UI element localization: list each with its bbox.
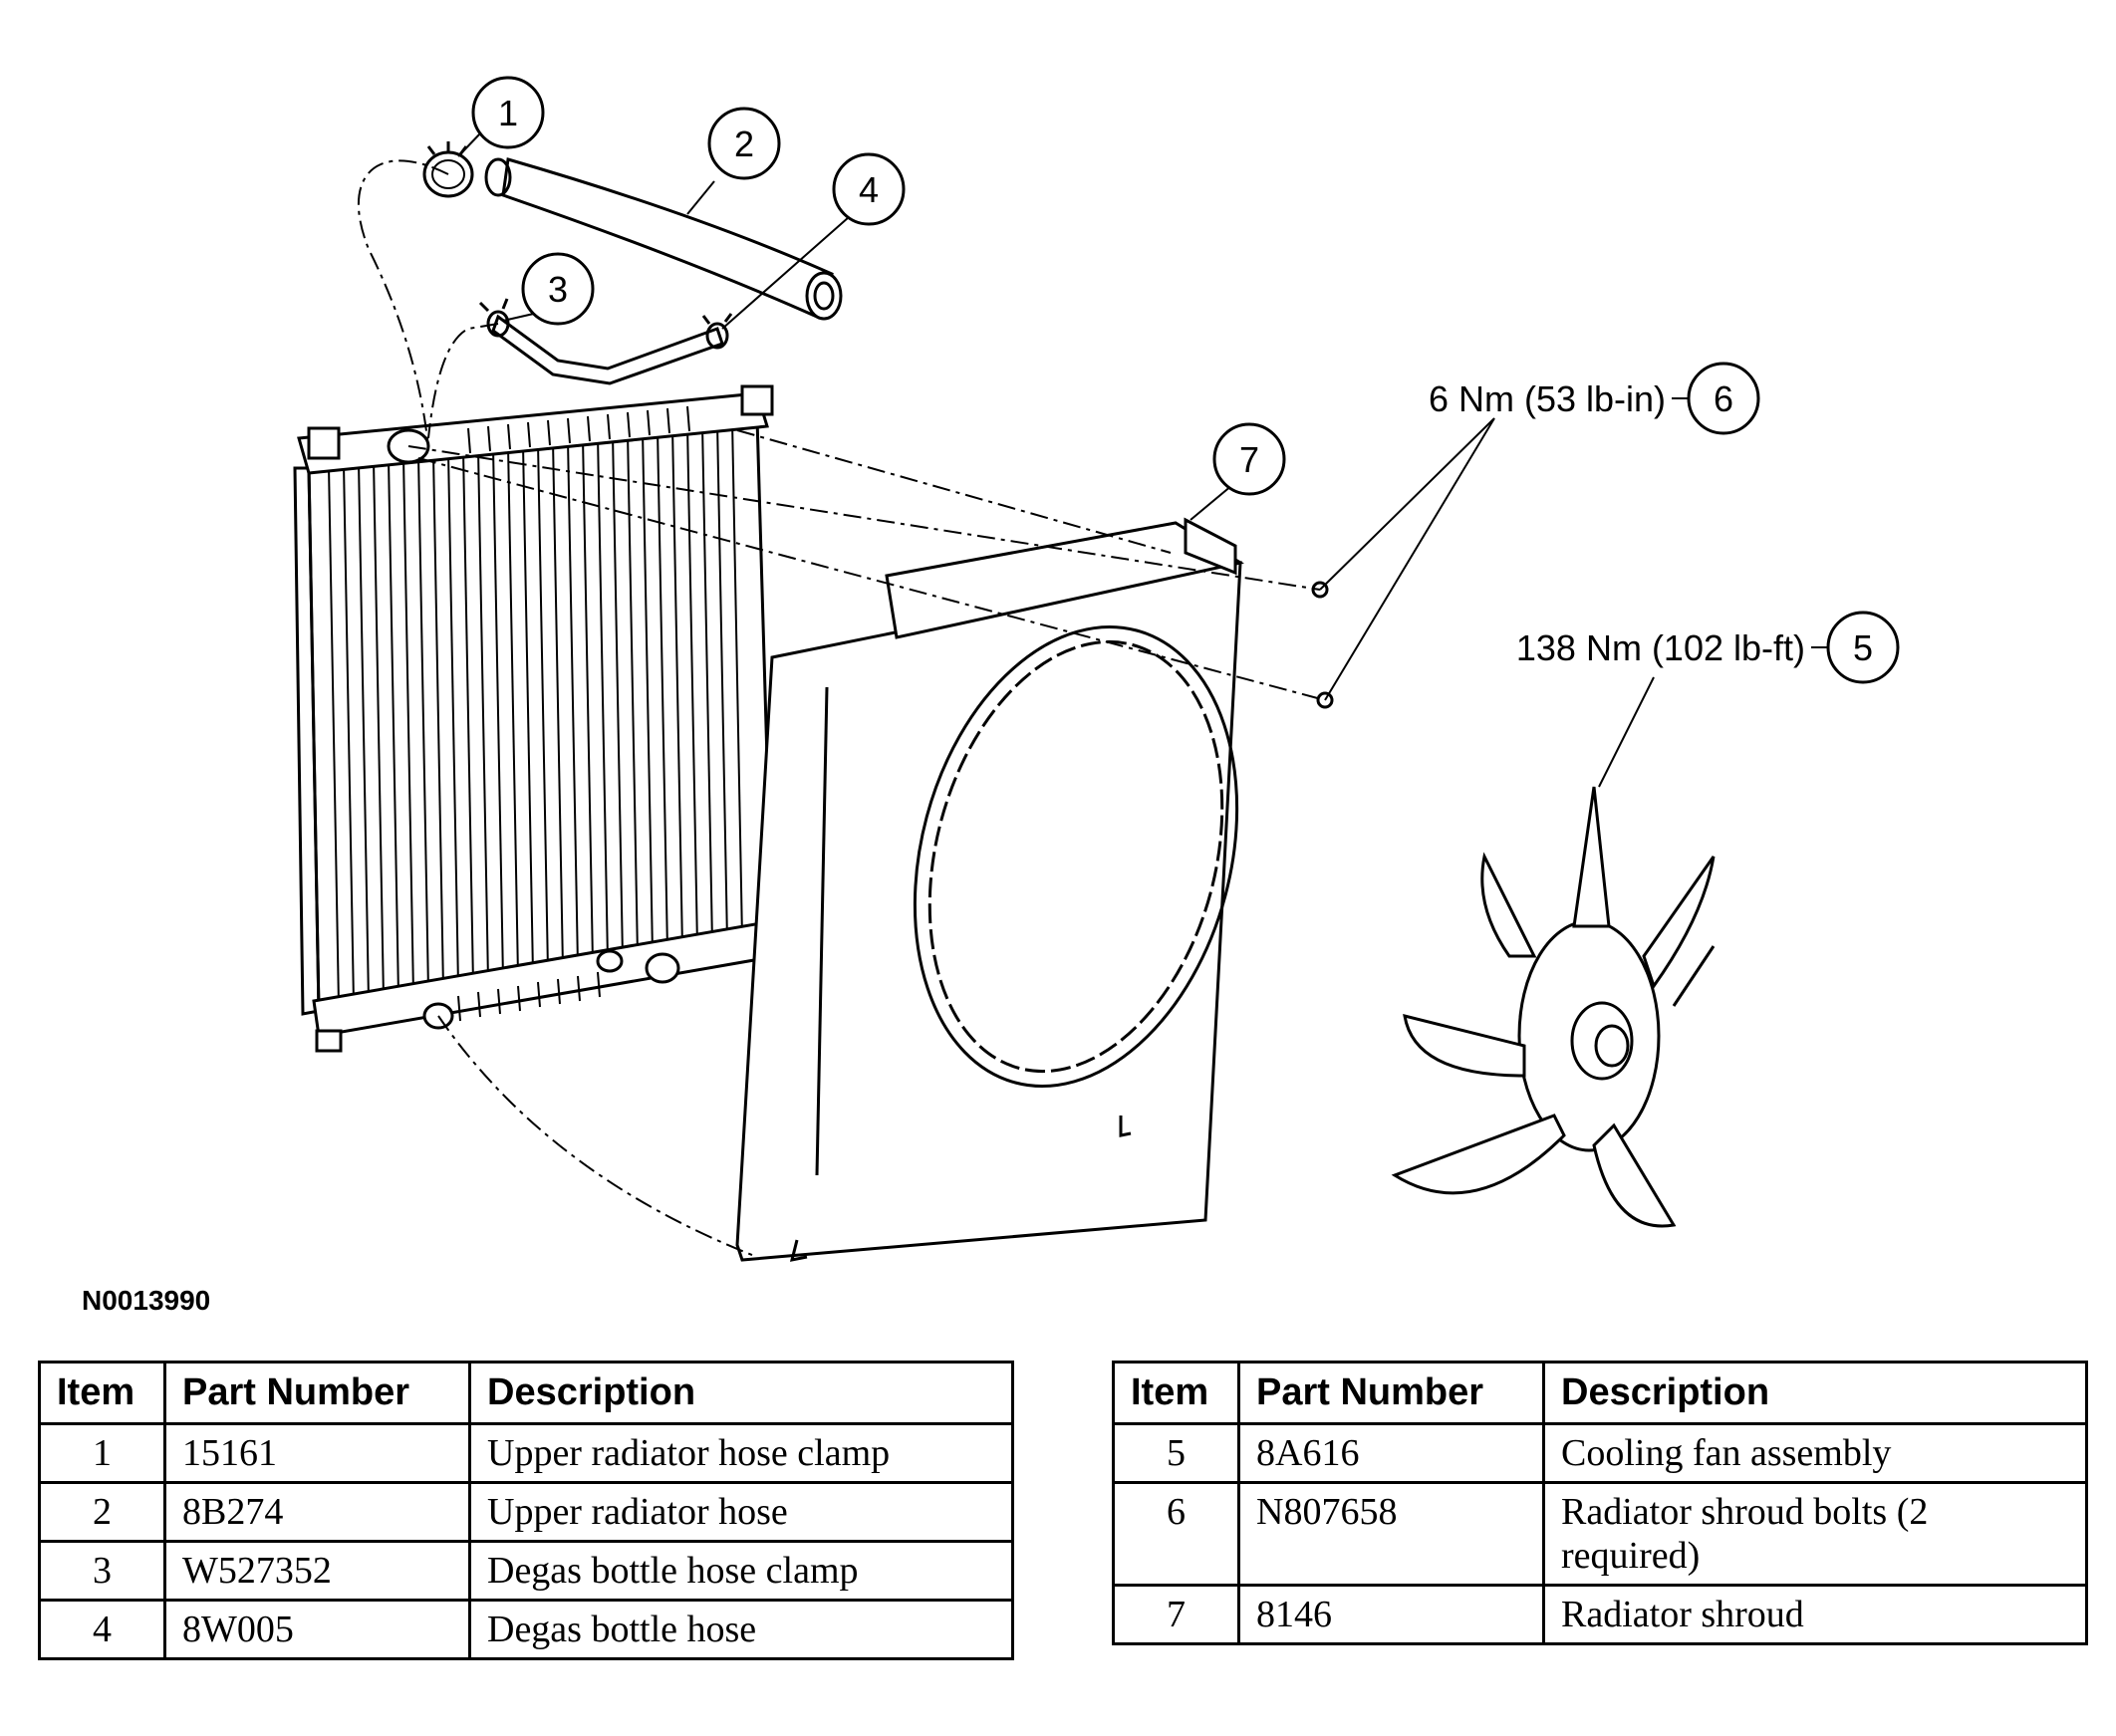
item-cell: 1: [38, 1422, 166, 1484]
shroud-bolts-drawing: [1311, 581, 1334, 709]
part-number-cell: 8A616: [1237, 1422, 1545, 1484]
callout-circles: [471, 76, 1900, 684]
header-item: Item: [38, 1361, 166, 1425]
callout-2: 2: [734, 124, 754, 164]
part-number-cell: 8B274: [163, 1481, 471, 1543]
description-cell: Cooling fan assembly: [1542, 1422, 2088, 1484]
callout-7: 7: [1239, 439, 1259, 480]
degas-hose-drawing: [478, 298, 733, 385]
radiator-shroud-drawing: [735, 517, 1244, 1262]
part-number-cell: 8W005: [163, 1599, 471, 1660]
torque-spec-fan: 138 Nm (102 lb-ft): [1516, 627, 1805, 668]
header-item: Item: [1112, 1361, 1240, 1425]
item-cell: 3: [38, 1540, 166, 1602]
part-number-cell: N807658: [1237, 1481, 1545, 1587]
description-cell: Degas bottle hose: [468, 1599, 1014, 1660]
table-row: 5 8A616 Cooling fan assembly: [1112, 1422, 2088, 1484]
table-row: 2 8B274 Upper radiator hose: [38, 1481, 1014, 1543]
item-cell: 4: [38, 1599, 166, 1660]
callout-1: 1: [498, 93, 518, 133]
part-number-cell: 15161: [163, 1422, 471, 1484]
callout-3: 3: [548, 269, 568, 310]
callout-6: 6: [1714, 378, 1733, 419]
item-cell: 5: [1112, 1422, 1240, 1484]
header-part-number: Part Number: [163, 1361, 471, 1425]
description-cell: Degas bottle hose clamp: [468, 1540, 1014, 1602]
item-cell: 7: [1112, 1584, 1240, 1645]
header-description: Description: [468, 1361, 1014, 1425]
table-row: 4 8W005 Degas bottle hose: [38, 1599, 1014, 1660]
exploded-view-diagram: 1 2 3 4 5 6 7 6 Nm (53 lb-in) 138 Nm (10…: [82, 76, 1900, 1315]
header-description: Description: [1542, 1361, 2088, 1425]
parts-table-right: Item Part Number Description 5 8A616 Coo…: [1112, 1361, 2088, 1645]
header-part-number: Part Number: [1237, 1361, 1545, 1425]
callout-4: 4: [859, 169, 879, 210]
part-number-cell: 8146: [1237, 1584, 1545, 1645]
description-cell: Radiator shroud: [1542, 1584, 2088, 1645]
description-cell: Radiator shroud bolts (2 required): [1542, 1481, 2088, 1587]
figure-id: N0013990: [82, 1285, 210, 1315]
radiator-drawing: [293, 384, 779, 1053]
torque-spec-bolts: 6 Nm (53 lb-in): [1429, 378, 1666, 419]
item-cell: 2: [38, 1481, 166, 1543]
part-number-cell: W527352: [163, 1540, 471, 1602]
table-row: 1 15161 Upper radiator hose clamp: [38, 1422, 1014, 1484]
callout-5: 5: [1853, 627, 1873, 668]
table-row: 3 W527352 Degas bottle hose clamp: [38, 1540, 1014, 1602]
table-row: 7 8146 Radiator shroud: [1112, 1584, 2088, 1645]
table-row: 6 N807658 Radiator shroud bolts (2 requi…: [1112, 1481, 2088, 1587]
cooling-fan-drawing: [1391, 786, 1716, 1228]
description-cell: Upper radiator hose: [468, 1481, 1014, 1543]
item-cell: 6: [1112, 1481, 1240, 1587]
leader-lines: [457, 132, 1828, 788]
parts-table-left: Item Part Number Description 1 15161 Upp…: [38, 1361, 1014, 1660]
alignment-lines: [358, 159, 1326, 1258]
upper-radiator-hose-drawing: [484, 157, 843, 321]
description-cell: Upper radiator hose clamp: [468, 1422, 1014, 1484]
